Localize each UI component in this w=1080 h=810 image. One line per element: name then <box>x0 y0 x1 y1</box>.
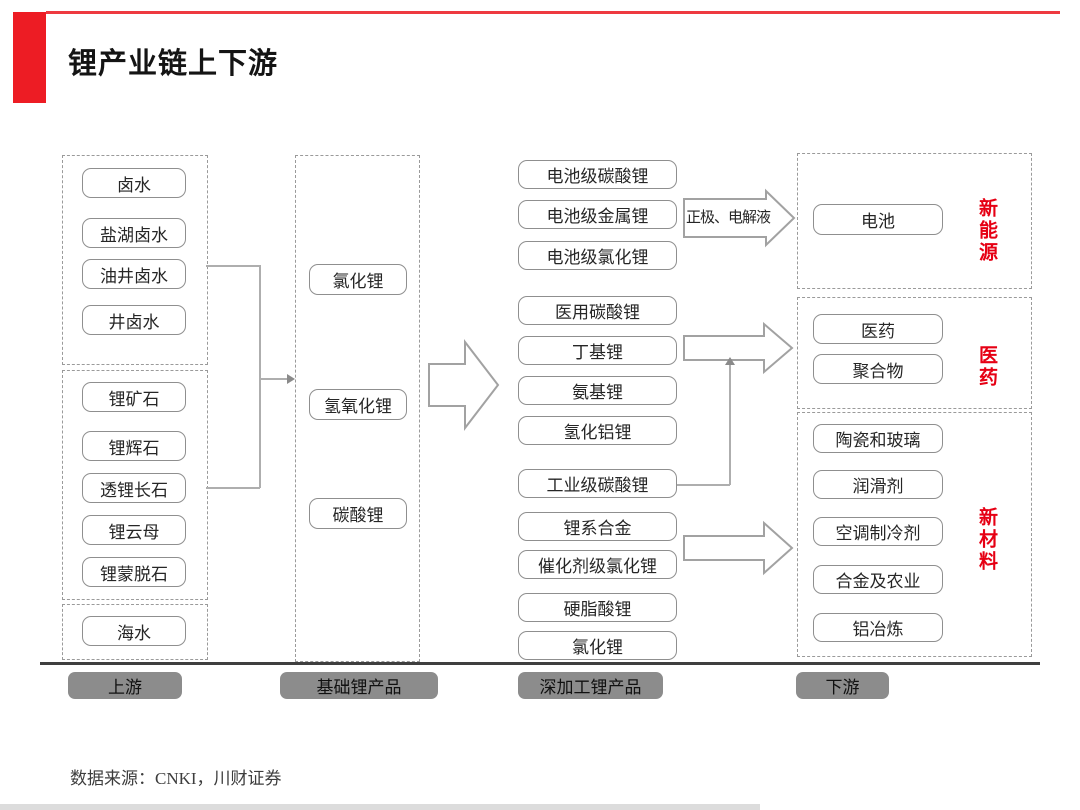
category-label-new-energy: 新能源 <box>976 198 997 264</box>
stage-label-deep: 深加工锂产品 <box>518 672 663 699</box>
connector-line <box>206 265 260 267</box>
basic-node: 碳酸锂 <box>309 498 407 529</box>
downstream-node: 聚合物 <box>813 354 943 384</box>
downstream-node: 医药 <box>813 314 943 344</box>
bottom-strip <box>0 804 760 810</box>
deep-node: 催化剂级氯化锂 <box>518 550 677 579</box>
stage-label-basic: 基础锂产品 <box>280 672 438 699</box>
connector-line <box>206 487 260 489</box>
upstream-node: 透锂长石 <box>82 473 186 503</box>
deep-node: 丁基锂 <box>518 336 677 365</box>
downstream-new-energy-group: 电池 新能源 <box>797 153 1032 289</box>
basic-products-group: 氯化锂 氢氧化锂 碳酸锂 <box>295 155 420 662</box>
block-arrow-battery <box>683 188 796 248</box>
downstream-node: 电池 <box>813 204 943 235</box>
red-accent-block <box>13 12 46 103</box>
block-arrow-medicine <box>683 321 794 375</box>
upstream-node: 卤水 <box>82 168 186 198</box>
upstream-brine-group: 卤水 盐湖卤水 油井卤水 井卤水 <box>62 155 208 365</box>
deep-node: 氨基锂 <box>518 376 677 405</box>
basic-node: 氢氧化锂 <box>309 389 407 420</box>
arrowhead-up-icon <box>725 357 735 365</box>
downstream-new-materials-group: 陶瓷和玻璃 润滑剂 空调制冷剂 合金及农业 铝冶炼 新材料 <box>797 412 1032 657</box>
upstream-node: 油井卤水 <box>82 259 186 289</box>
deep-node: 氢化铝锂 <box>518 416 677 445</box>
connector-line <box>259 378 288 380</box>
deep-node: 锂系合金 <box>518 512 677 541</box>
downstream-node: 润滑剂 <box>813 470 943 499</box>
connector-line <box>259 265 261 488</box>
connector-line <box>677 484 730 486</box>
stage-separator-line <box>40 662 1040 665</box>
upstream-node: 锂矿石 <box>82 382 186 412</box>
deep-node: 工业级碳酸锂 <box>518 469 677 498</box>
downstream-node: 铝冶炼 <box>813 613 943 642</box>
red-accent-line <box>46 11 1060 14</box>
deep-node: 氯化锂 <box>518 631 677 660</box>
stage-label-downstream: 下游 <box>796 672 889 699</box>
upstream-ore-group: 锂矿石 锂辉石 透锂长石 锂云母 锂蒙脱石 <box>62 370 208 600</box>
downstream-node: 空调制冷剂 <box>813 517 943 546</box>
upstream-node: 锂辉石 <box>82 431 186 461</box>
deep-node: 电池级金属锂 <box>518 200 677 229</box>
page-title: 锂产业链上下游 <box>68 48 279 80</box>
upstream-node: 盐湖卤水 <box>82 218 186 248</box>
upstream-node: 井卤水 <box>82 305 186 335</box>
category-label-medicine: 医药 <box>976 345 997 389</box>
upstream-seawater-group: 海水 <box>62 604 208 660</box>
deep-node: 硬脂酸锂 <box>518 593 677 622</box>
stage-label-upstream: 上游 <box>68 672 182 699</box>
battery-flow-label: 正极、电解液 <box>686 209 771 226</box>
basic-node: 氯化锂 <box>309 264 407 295</box>
upstream-node: 锂蒙脱石 <box>82 557 186 587</box>
category-label-new-materials: 新材料 <box>976 507 997 573</box>
block-arrow-basic-to-deep <box>428 339 500 431</box>
connector-line <box>729 365 731 485</box>
deep-node: 医用碳酸锂 <box>518 296 677 325</box>
downstream-node: 陶瓷和玻璃 <box>813 424 943 453</box>
block-arrow-new-materials <box>683 520 794 576</box>
arrowhead-right-icon <box>287 374 295 384</box>
upstream-node: 海水 <box>82 616 186 646</box>
deep-node: 电池级氯化锂 <box>518 241 677 270</box>
downstream-node: 合金及农业 <box>813 565 943 594</box>
upstream-node: 锂云母 <box>82 515 186 545</box>
downstream-medicine-group: 医药 聚合物 医药 <box>797 297 1032 409</box>
data-source-note: 数据来源：CNKI，川财证券 <box>70 769 282 788</box>
deep-node: 电池级碳酸锂 <box>518 160 677 189</box>
